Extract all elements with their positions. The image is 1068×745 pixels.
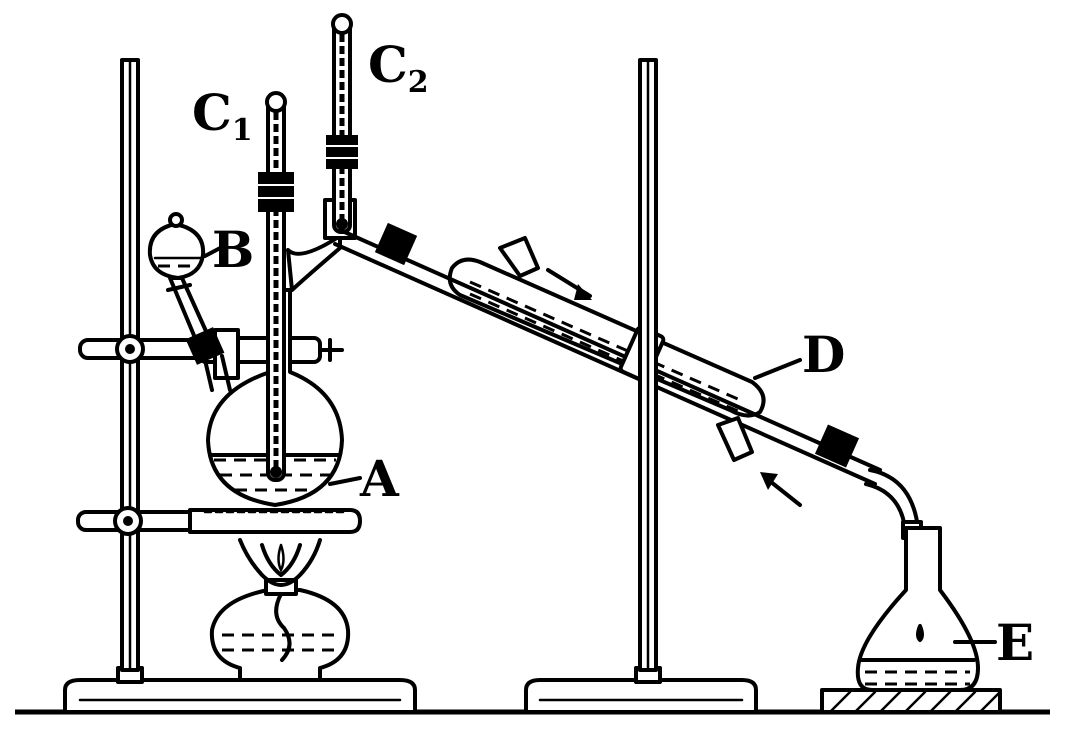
label-C2-sub: 2 [407, 65, 429, 100]
label-B: B [212, 220, 255, 279]
label-D: D [802, 325, 846, 384]
label-C2: C2 [368, 40, 429, 98]
lower-clamp [76, 506, 362, 536]
leader-D [753, 358, 802, 380]
label-C1-main: C [192, 83, 232, 142]
leader-A [328, 476, 362, 486]
thermometer-C1 [258, 91, 294, 482]
leader-B [203, 244, 226, 258]
label-C1-sub: 1 [231, 113, 253, 148]
condenser-D [333, 222, 923, 540]
label-A: A [360, 449, 399, 508]
receiving-flask-E [820, 526, 1002, 714]
right-stand [524, 58, 758, 714]
label-C2-main: C [368, 35, 408, 94]
label-E: E [996, 613, 1035, 672]
dropping-funnel-B [147, 212, 232, 392]
alcohol-lamp [209, 538, 351, 682]
label-C1: C1 [192, 88, 253, 146]
